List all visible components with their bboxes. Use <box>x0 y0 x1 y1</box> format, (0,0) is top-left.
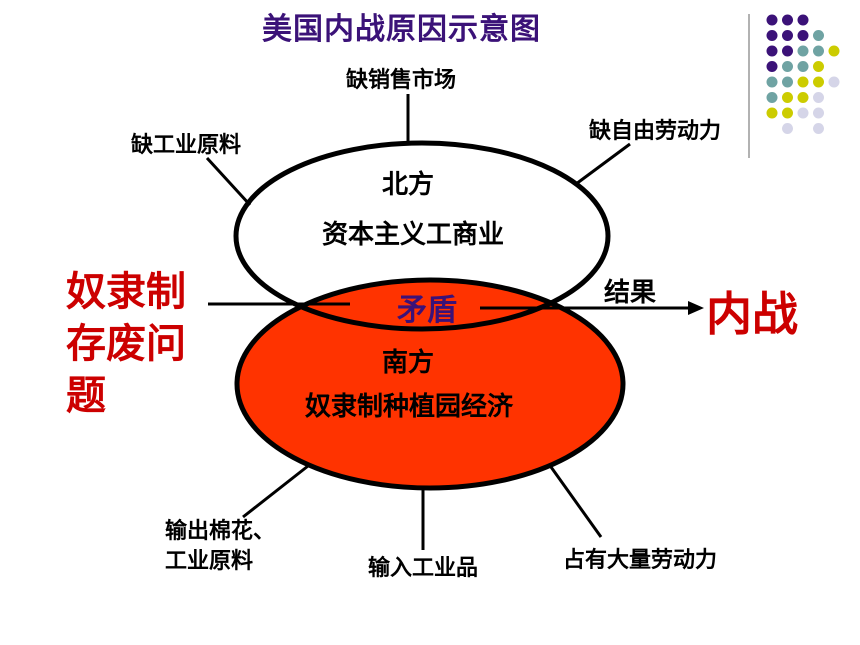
decor-dot <box>828 45 840 57</box>
decorative-dot-grid <box>766 14 840 134</box>
south-name: 南方 <box>382 348 435 378</box>
decor-dot <box>766 92 778 103</box>
decor-dot <box>813 123 824 134</box>
decor-dot <box>782 61 793 72</box>
decor-dot <box>766 14 778 26</box>
label-import-goods: 输入工业品 <box>368 556 479 581</box>
result-civil-war: 内战 <box>706 287 798 341</box>
connector-laborforce <box>549 466 603 538</box>
decor-dot <box>813 92 824 103</box>
decor-dot <box>797 92 809 103</box>
decor-dot <box>782 30 793 41</box>
north-name: 北方 <box>382 170 435 200</box>
decor-dot <box>782 76 793 88</box>
connector-labor <box>575 142 631 186</box>
result-arrow-head <box>688 301 704 315</box>
south-economy: 奴隶制种植园经济 <box>305 392 514 422</box>
south-ellipse <box>234 277 626 491</box>
north-economy: 资本主义工商业 <box>322 220 505 250</box>
connector-export <box>242 464 309 519</box>
decor-dot <box>782 107 793 119</box>
decor-dot <box>813 76 824 88</box>
decor-dot <box>766 30 778 41</box>
decor-dot <box>782 123 793 134</box>
decor-dot <box>797 107 809 119</box>
decor-dot <box>797 45 809 57</box>
label-export-raw: 工业原料 <box>165 549 254 574</box>
label-lack-free-labor: 缺自由劳动力 <box>589 119 722 144</box>
decor-dot <box>782 45 793 57</box>
decor-dot <box>766 107 778 119</box>
decor-dot <box>797 61 809 72</box>
result-label: 结果 <box>604 278 657 308</box>
cause-line-3: 题 <box>66 373 106 419</box>
decor-dot <box>813 107 824 119</box>
decor-dot <box>813 61 824 72</box>
contradiction-label: 矛盾 <box>397 293 457 328</box>
diagram-title: 美国内战原因示意图 <box>262 12 541 47</box>
cause-line-1: 奴隶制 <box>66 269 186 315</box>
decor-dot <box>828 76 840 88</box>
connector-raw <box>205 156 252 207</box>
decor-dot <box>797 14 809 26</box>
north-ellipse <box>233 140 611 332</box>
label-lack-market: 缺销售市场 <box>346 68 457 93</box>
cause-line-2: 存废问 <box>66 321 186 367</box>
decor-dot <box>797 30 809 41</box>
decor-dot <box>766 61 778 72</box>
decor-dot <box>766 45 778 57</box>
decor-dot <box>782 92 793 103</box>
decor-dot <box>797 76 809 88</box>
decor-dot <box>813 45 824 57</box>
decor-dot <box>813 30 824 41</box>
label-export-cotton: 输出棉花、 <box>165 519 276 544</box>
label-large-labor: 占有大量劳动力 <box>563 548 718 573</box>
decor-dot <box>782 14 793 26</box>
decor-dot <box>766 76 778 88</box>
label-lack-raw-materials: 缺工业原料 <box>131 133 242 158</box>
